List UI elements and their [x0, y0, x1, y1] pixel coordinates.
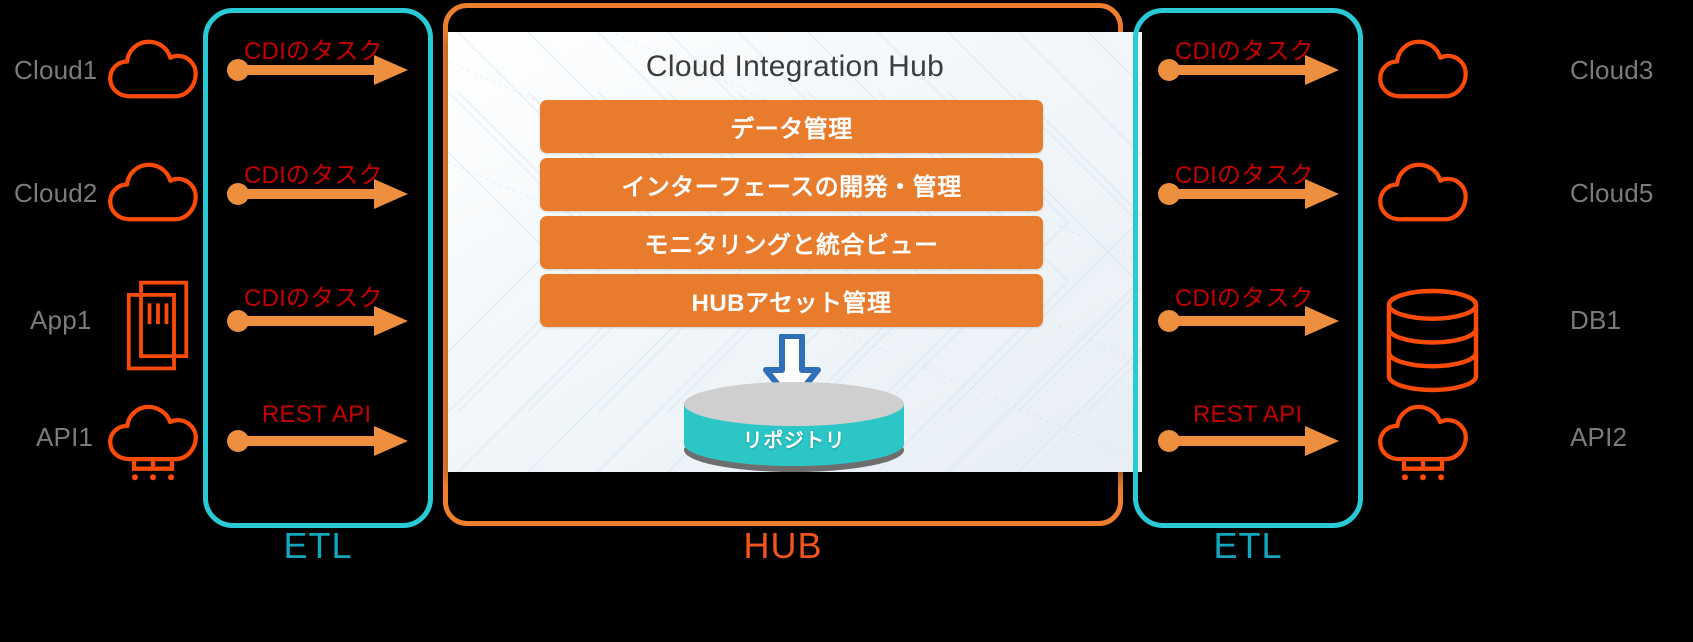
capability-bar[interactable]: HUBアセット管理: [540, 274, 1043, 327]
flow-label: CDIのタスク: [1175, 162, 1314, 189]
source-node-label-cloud1: Cloud1: [14, 55, 98, 85]
flow-label: CDIのタスク: [1175, 38, 1314, 65]
flow-label: CDIのタスク: [244, 285, 383, 312]
cloud-icon: [1375, 38, 1470, 100]
hub-panel-title: Cloud Integration Hub: [645, 50, 945, 83]
right-etl-caption: ETL: [1213, 525, 1283, 566]
right-etl-boundary: [1133, 8, 1363, 528]
flow-arrow: [1157, 174, 1342, 214]
flow-label: REST API: [262, 401, 372, 428]
flow-label: REST API: [1193, 401, 1303, 428]
cloud-icon: [105, 38, 200, 100]
hub-panel: Cloud Integration Hub データ管理 インターフェースの開発・…: [448, 32, 1142, 472]
capability-bar[interactable]: インターフェースの開発・管理: [540, 158, 1043, 211]
api-cloud-icon: [1375, 404, 1471, 482]
capability-bar[interactable]: データ管理: [540, 100, 1043, 153]
database-icon: [1385, 288, 1480, 393]
cloud-icon: [105, 161, 200, 223]
capability-bar[interactable]: モニタリングと統合ビュー: [540, 216, 1043, 269]
target-node-label-cloud5: Cloud5: [1570, 178, 1654, 208]
source-node-label-app1: App1: [30, 305, 92, 335]
left-etl-caption: ETL: [283, 525, 353, 566]
flow-arrow: [226, 301, 411, 341]
repository-label: リポジトリ: [742, 430, 846, 452]
target-node-label-api2: API2: [1570, 422, 1628, 452]
source-node-label-api1: API1: [36, 422, 94, 452]
flow-arrow: [226, 421, 411, 461]
repository-cylinder: リポジトリ: [674, 372, 914, 472]
target-node-label-db1: DB1: [1570, 305, 1622, 335]
flow-label: CDIのタスク: [1175, 285, 1314, 312]
hub-caption: HUB: [743, 525, 823, 566]
flow-label: CDIのタスク: [244, 38, 383, 65]
source-node-label-cloud2: Cloud2: [14, 178, 98, 208]
documents-icon: [125, 277, 191, 375]
flow-arrow: [1157, 421, 1342, 461]
left-etl-boundary: [203, 8, 433, 528]
flow-arrow: [226, 174, 411, 214]
flow-arrow: [1157, 50, 1342, 90]
api-cloud-icon: [105, 404, 201, 482]
flow-arrow: [1157, 301, 1342, 341]
cloud-icon: [1375, 161, 1470, 223]
flow-label: CDIのタスク: [244, 162, 383, 189]
flow-arrow: [226, 50, 411, 90]
target-node-label-cloud3: Cloud3: [1570, 55, 1654, 85]
